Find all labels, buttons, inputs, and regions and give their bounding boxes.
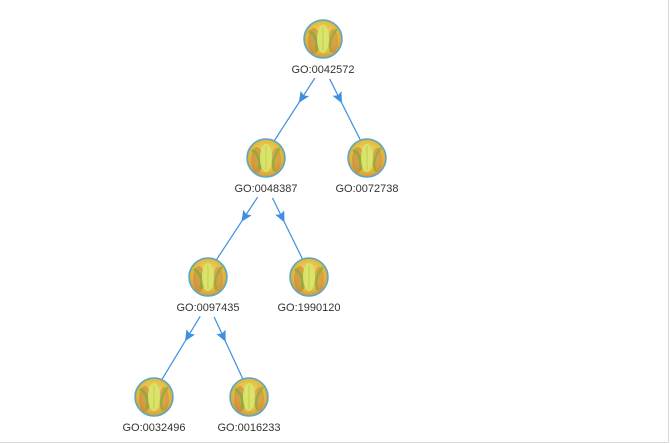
node-label: GO:0016233	[218, 422, 281, 434]
node-label: GO:0072738	[336, 183, 399, 195]
edge-arrowhead	[216, 329, 226, 342]
edge-arrowhead	[241, 209, 252, 222]
edge-n1-n3	[329, 78, 361, 141]
node-n6[interactable]: GO:0032496	[123, 377, 186, 434]
node-label: GO:0032496	[123, 422, 186, 434]
node-label: GO:0042572	[292, 64, 355, 76]
edge-arrowhead	[298, 90, 309, 103]
edge-n1-n2	[273, 77, 316, 142]
node-n4[interactable]: GO:0097435	[177, 257, 240, 314]
node-label: GO:1990120	[278, 302, 341, 314]
edge-n2-n4	[215, 196, 259, 261]
leaf-bud-icon	[303, 19, 343, 59]
edges-layer	[161, 77, 361, 380]
node-n2[interactable]: GO:0048387	[235, 138, 298, 195]
leaf-bud-icon	[229, 377, 269, 417]
leaf-bud-icon	[246, 138, 286, 178]
node-n7[interactable]: GO:0016233	[218, 377, 281, 434]
node-label: GO:0048387	[235, 183, 298, 195]
leaf-bud-icon	[347, 138, 387, 178]
leaf-bud-icon	[188, 257, 228, 297]
edge-n4-n7	[213, 316, 244, 380]
edge-arrowhead	[185, 329, 196, 342]
node-n3[interactable]: GO:0072738	[336, 138, 399, 195]
edge-n4-n6	[161, 316, 201, 380]
node-n1[interactable]: GO:0042572	[292, 19, 355, 76]
node-label: GO:0097435	[177, 302, 240, 314]
edge-arrowhead	[275, 210, 285, 223]
edge-arrowhead	[332, 91, 342, 104]
edge-n2-n5	[271, 197, 304, 260]
node-n5[interactable]: GO:1990120	[278, 257, 341, 314]
leaf-bud-icon	[289, 257, 329, 297]
leaf-bud-icon	[134, 377, 174, 417]
